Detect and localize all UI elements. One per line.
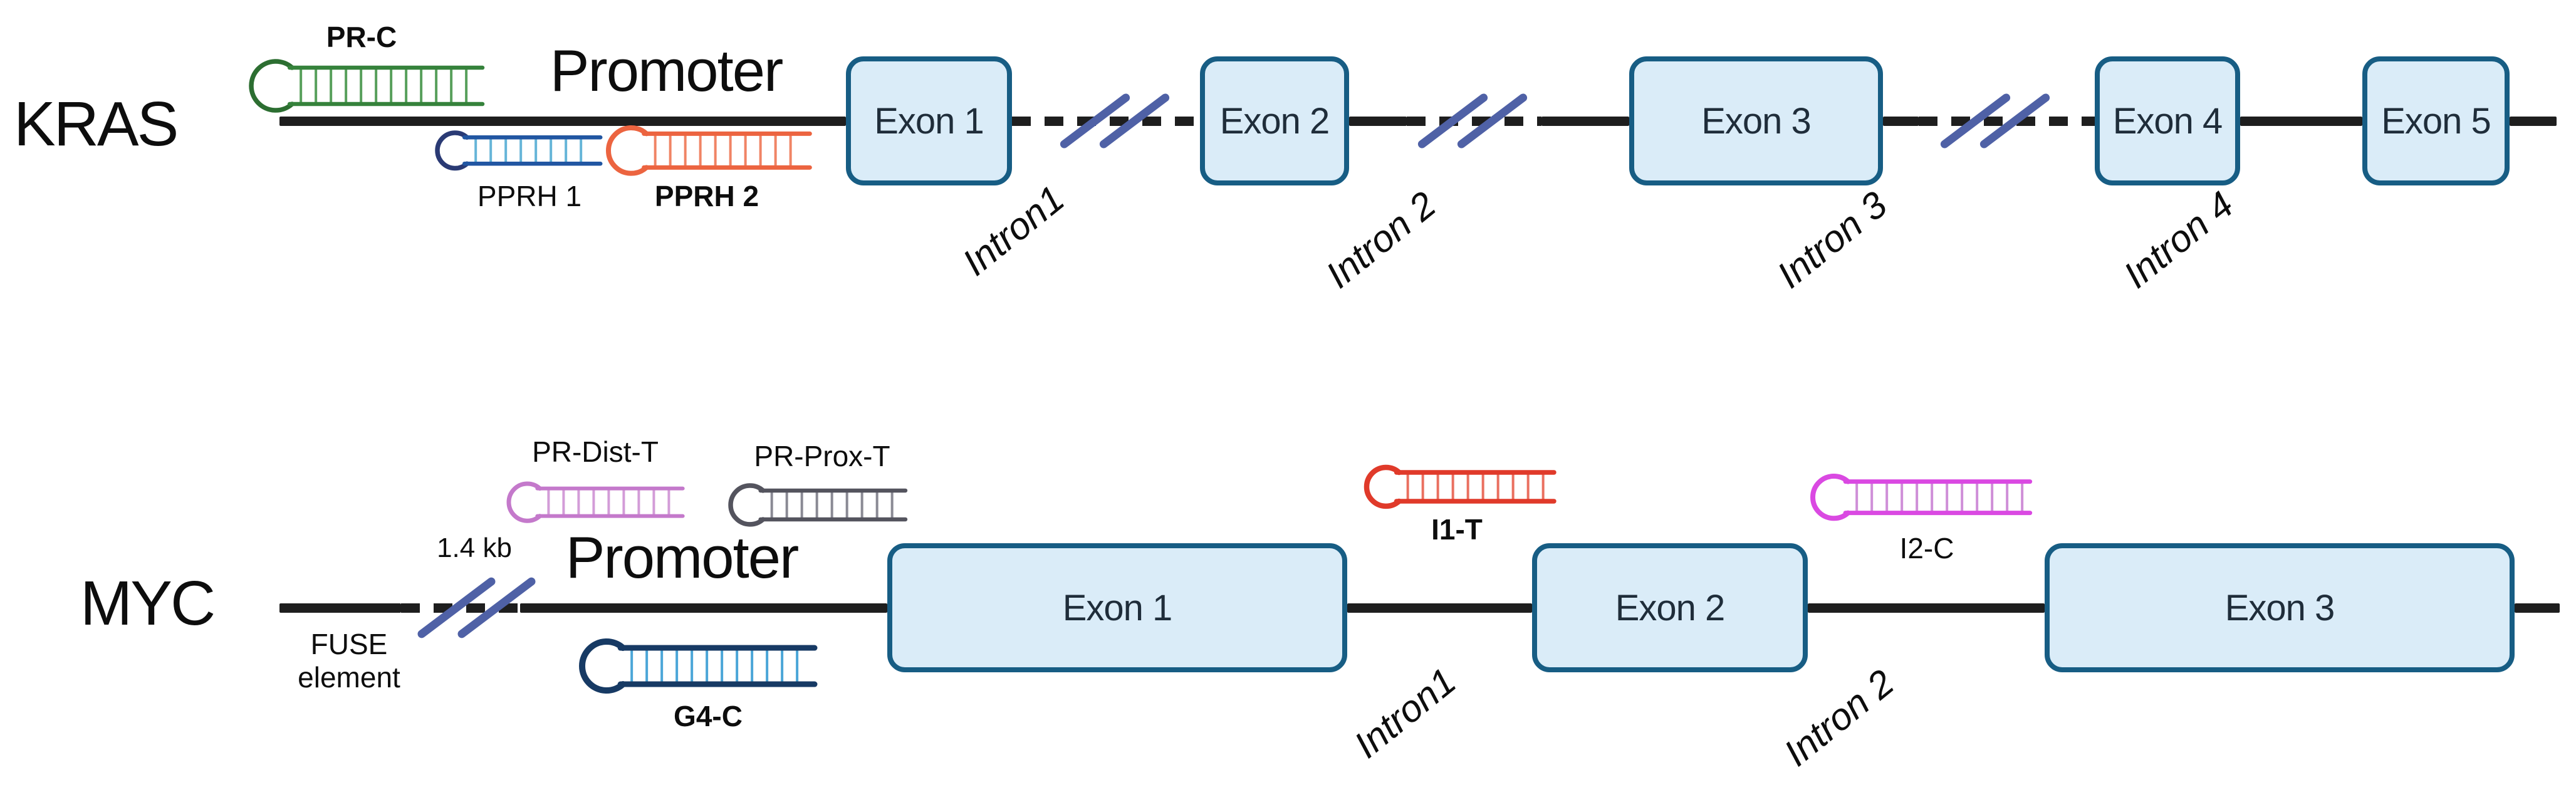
kras-intron-1: Intron1 <box>954 177 1072 284</box>
myc-exon-1-label: Exon 1 <box>1062 587 1173 628</box>
kras-gene-line-segment <box>279 116 846 126</box>
myc-gene-line-segment <box>520 603 887 613</box>
kras-gene-line-dashed-segment <box>1012 116 1200 126</box>
kras-promoter-label: Promoter <box>550 38 784 103</box>
myc-intron-2: Intron 2 <box>1776 661 1902 774</box>
kras-gene-line-dashed-segment <box>1407 116 1541 126</box>
pprh-1-hairpin-icon <box>435 130 603 170</box>
kras-exon-1: Exon 1 <box>846 56 1012 185</box>
kras-exon-2: Exon 2 <box>1200 56 1349 185</box>
pprh-1-label: PPRH 1 <box>477 180 582 212</box>
myc-gene-line-segment <box>279 603 401 613</box>
myc-intron-1: Intron1 <box>1346 660 1464 766</box>
pr-c-hairpin-icon <box>249 59 485 113</box>
i1-t-label: I1-T <box>1431 513 1483 546</box>
myc-gene-line-segment <box>1347 603 1532 613</box>
myc-exon-2: Exon 2 <box>1532 543 1808 672</box>
myc-exon-2-label: Exon 2 <box>1615 587 1726 628</box>
myc-gene-name: MYC <box>80 568 216 638</box>
g4-c-label: G4-C <box>674 700 743 732</box>
myc-exon-3-label: Exon 3 <box>2224 587 2335 628</box>
myc-exon-1: Exon 1 <box>887 543 1347 672</box>
pr-dist-t-hairpin-icon <box>506 481 685 524</box>
i1-t-hairpin-icon <box>1364 464 1557 509</box>
kras-intron-3: Intron 3 <box>1769 183 1895 296</box>
myc-exon-3: Exon 3 <box>2045 543 2515 672</box>
kras-exon-5-label: Exon 5 <box>2381 100 2491 142</box>
kras-exon-4: Exon 4 <box>2095 56 2240 185</box>
pprh-2-label: PPRH 2 <box>654 180 759 212</box>
kras-exon-3: Exon 3 <box>1629 56 1883 185</box>
pprh-2-hairpin-icon <box>605 125 812 176</box>
kras-gene-line-segment <box>1349 116 1407 126</box>
fuse-element-label: FUSE element <box>298 628 400 694</box>
myc-gene-line-segment <box>1808 603 2045 613</box>
kras-intron-2: Intron 2 <box>1318 183 1444 296</box>
g4-c-hairpin-icon <box>579 638 818 694</box>
kras-gene-line-segment <box>2510 116 2557 126</box>
kras-exon-5: Exon 5 <box>2362 56 2510 185</box>
pr-prox-t-label: PR-Prox-T <box>754 440 890 472</box>
pr-prox-t-hairpin-icon <box>728 483 908 527</box>
myc-gene-line-segment <box>2515 603 2560 613</box>
myc-promoter-label: Promoter <box>565 524 800 590</box>
kras-gene-name: KRAS <box>14 89 179 159</box>
kras-gene-line-segment <box>2240 116 2362 126</box>
kras-exon-3-label: Exon 3 <box>1701 100 1812 142</box>
kras-gene-line-segment <box>1541 116 1629 126</box>
pr-c-label: PR-C <box>326 21 397 53</box>
kras-exon-4-label: Exon 4 <box>2112 100 2223 142</box>
i2-c-hairpin-icon <box>1810 474 2033 521</box>
kras-intron-4: Intron 4 <box>2115 183 2241 296</box>
distance-1-4kb-label: 1.4 kb <box>437 533 512 563</box>
kras-exon-1-label: Exon 1 <box>874 100 984 142</box>
kras-exon-2-label: Exon 2 <box>1219 100 1330 142</box>
kras-gene-line-segment <box>1883 116 1919 126</box>
i2-c-label: I2-C <box>1899 532 1954 565</box>
pr-dist-t-label: PR-Dist-T <box>532 435 659 468</box>
